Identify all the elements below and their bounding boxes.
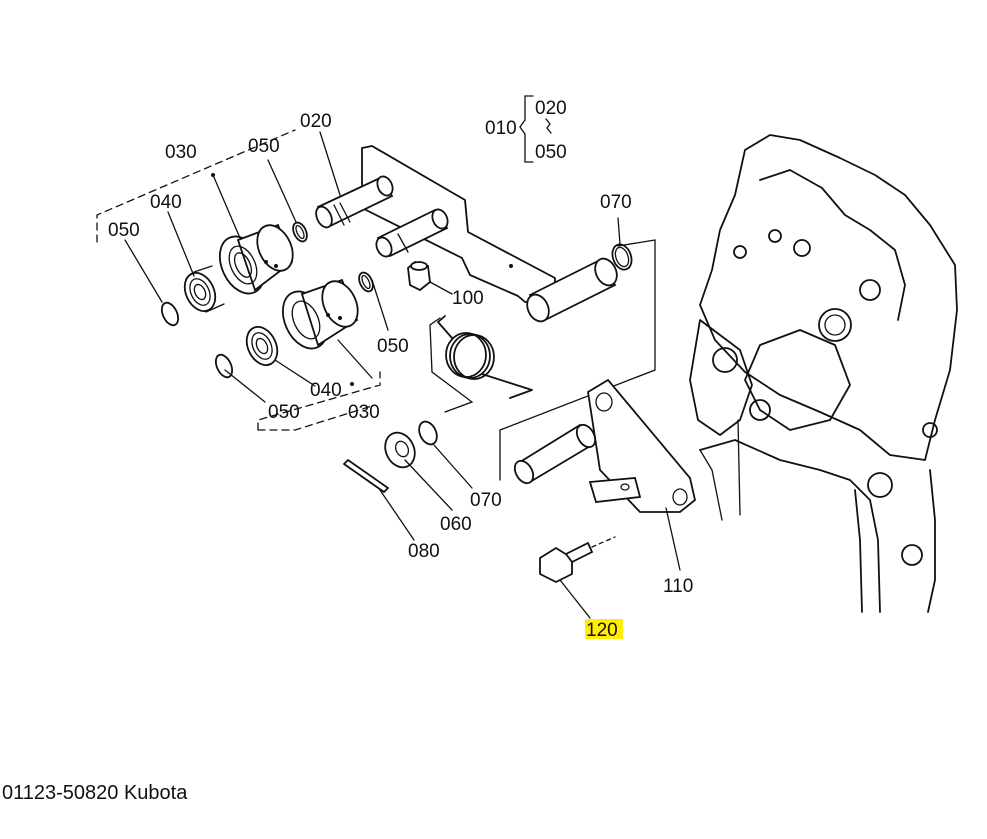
label-110: 110	[663, 576, 693, 597]
label-120-highlight	[585, 619, 623, 639]
label-030-top: 030	[165, 142, 197, 163]
shaft-large	[526, 257, 618, 323]
label-120: 120	[586, 620, 618, 641]
ring-070-top	[611, 243, 633, 271]
ring-070-bottom	[418, 420, 438, 446]
part-number-caption: 01123-50820 Kubota	[2, 782, 188, 804]
group-bracket-010	[519, 95, 552, 163]
washer-060	[384, 431, 416, 469]
bearing-040-upper	[183, 265, 225, 313]
cotter-pin-080	[343, 459, 389, 493]
bolt-120	[539, 536, 616, 584]
leader-lines	[124, 131, 681, 619]
label-060: 060	[440, 514, 472, 535]
grease-nipple-100	[407, 260, 453, 295]
label-100: 100	[452, 288, 484, 309]
gear-housing	[689, 134, 958, 613]
assembly-outline-bottom	[257, 404, 376, 431]
shaft-middle	[375, 208, 449, 258]
label-040-top: 040	[150, 192, 182, 213]
label-010: 010	[485, 118, 517, 139]
bearing-housing-upper	[218, 223, 294, 295]
bearing-housing-lower	[281, 278, 359, 350]
snap-ring-050-lower	[214, 353, 234, 379]
torsion-spring	[437, 315, 533, 399]
label-040-bot: 040	[310, 380, 342, 401]
spring-outline	[499, 239, 656, 481]
label-050-left: 050	[108, 220, 140, 241]
label-030-bot: 030	[348, 402, 380, 423]
assembly-outline-left	[96, 129, 381, 431]
label-050-top: 050	[248, 136, 280, 157]
mounting-plate	[361, 145, 556, 303]
lever-plate-110	[513, 378, 697, 513]
label-050-bot: 050	[268, 402, 300, 423]
label-080: 080	[408, 541, 440, 562]
snap-ring-050-mid	[358, 271, 374, 293]
label-020: 020	[300, 111, 332, 132]
label-070-top: 070	[600, 192, 632, 213]
shaft-020	[315, 175, 394, 229]
snap-ring-050-upper	[292, 221, 308, 243]
label-010-020: 020	[535, 98, 567, 119]
bearing-040-lower	[245, 326, 279, 366]
label-070-bot: 070	[470, 490, 502, 511]
label-050-mid: 050	[377, 336, 409, 357]
part-labels: 010 020 050 020 030 050 040 050 070 100 …	[108, 98, 693, 641]
label-010-050: 050	[535, 142, 567, 163]
snap-ring-050-left	[160, 301, 180, 327]
